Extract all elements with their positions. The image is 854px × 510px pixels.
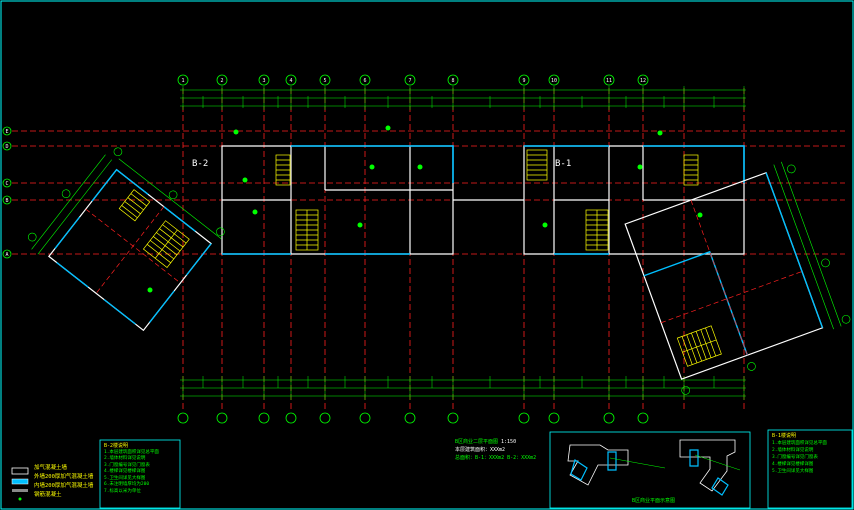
axis-label: B bbox=[5, 198, 8, 204]
legend-swatches bbox=[11, 467, 29, 501]
legend-item: 钢筋混凝土 bbox=[34, 492, 62, 498]
axis-label: 6 bbox=[363, 78, 366, 84]
legend-item: 外墙200厚加气混凝土墙 bbox=[34, 474, 94, 480]
title-block-frames bbox=[99, 429, 853, 509]
axis-label: 4 bbox=[289, 78, 292, 84]
row-axis-bubbles bbox=[2, 126, 12, 259]
axis-label: E bbox=[5, 129, 8, 135]
note-line: 2.墙体材料详见说明 bbox=[104, 456, 146, 461]
axis-label: A bbox=[5, 252, 8, 258]
axis-label: 5 bbox=[323, 78, 326, 84]
drawing-title: B区商业二层平面图 bbox=[455, 439, 499, 445]
bottom-axis-bubbles bbox=[177, 412, 649, 424]
note-line: 3.门窗编号详见门窗表 bbox=[104, 462, 150, 468]
left-wing bbox=[27, 147, 225, 332]
notes-title: B-2楼说明 bbox=[104, 443, 129, 449]
row-axis-labels: E D C B A bbox=[5, 129, 8, 258]
block-label-b1: B-1 bbox=[555, 159, 571, 169]
legend-item: 内墙200厚加气混凝土墙 bbox=[34, 483, 94, 489]
notes-left: B-2楼说明 1.本层建筑面积详见总平面 2.墙体材料详见说明 3.门窗编号详见… bbox=[104, 443, 178, 495]
axis-label: 1 bbox=[181, 78, 184, 84]
notes-center: B区商业二层平面图 1:150 本层建筑面积：XXXm2 总面积：B-1：XXX… bbox=[455, 438, 547, 462]
axis-label: 9 bbox=[522, 78, 525, 84]
axis-label: 7 bbox=[408, 78, 411, 84]
note-line: 2.墙体材料详见说明 bbox=[772, 448, 814, 453]
keyplan-highlight bbox=[570, 449, 729, 496]
axis-label: 11 bbox=[606, 78, 612, 84]
note-line: 本层建筑面积：XXXm2 bbox=[455, 447, 506, 453]
column-axis-lines bbox=[182, 88, 745, 410]
note-line: 5.卫生间详见大样图 bbox=[772, 469, 814, 474]
note-line: 1.本层建筑面积详见总平面 bbox=[772, 441, 827, 446]
axis-label: D bbox=[5, 144, 8, 150]
legend-item: 加气混凝土墙 bbox=[34, 465, 68, 471]
note-line: 总面积：B-1：XXXm2 B-2：XXXm2 bbox=[455, 455, 537, 461]
dimension-ticks bbox=[182, 86, 745, 400]
drawing-scale: 1:150 bbox=[501, 439, 517, 445]
notes-right: B-1楼说明 1.本层建筑面积详见总平面 2.墙体材料详见说明 3.门窗编号详见… bbox=[772, 433, 850, 475]
keyplan-leaders bbox=[609, 454, 741, 471]
note-line: 4.楼梯详见楼梯详图 bbox=[772, 462, 814, 467]
note-line: 5.卫生间详见大样图 bbox=[104, 475, 146, 481]
axis-label: C bbox=[5, 181, 8, 187]
row-axis-lines bbox=[12, 130, 845, 255]
stairs bbox=[275, 149, 699, 251]
legend-list: 加气混凝土墙 外墙200厚加气混凝土墙 内墙200厚加气混凝土墙 钢筋混凝土 bbox=[34, 464, 98, 500]
note-line: 7.标高以米为单位 bbox=[104, 488, 141, 494]
top-dimension-chains bbox=[180, 89, 746, 397]
right-wing bbox=[624, 161, 851, 395]
axis-label: 8 bbox=[451, 78, 454, 84]
note-line: 3.门窗编号详见门窗表 bbox=[772, 455, 818, 460]
axis-label: 2 bbox=[220, 78, 223, 84]
axis-label: 3 bbox=[262, 78, 265, 84]
note-line: 6.未注明墙厚均为200 bbox=[104, 482, 150, 487]
room-markers bbox=[147, 125, 703, 293]
note-line: 4.楼梯详见楼梯详图 bbox=[104, 469, 146, 474]
top-axis-labels: 1 2 3 4 5 6 7 8 9 10 11 12 bbox=[181, 78, 646, 84]
top-axis-bubbles bbox=[177, 74, 649, 86]
axis-label: 12 bbox=[640, 78, 646, 84]
note-line: 1.本层建筑面积详见总平面 bbox=[104, 449, 159, 455]
keyplan-caption: B区商业平面示意图 bbox=[632, 498, 676, 504]
axis-label: 10 bbox=[551, 78, 557, 84]
notes-title: B-1楼说明 bbox=[772, 433, 797, 439]
window-lines bbox=[222, 145, 745, 255]
block-label-b2: B-2 bbox=[192, 159, 208, 169]
